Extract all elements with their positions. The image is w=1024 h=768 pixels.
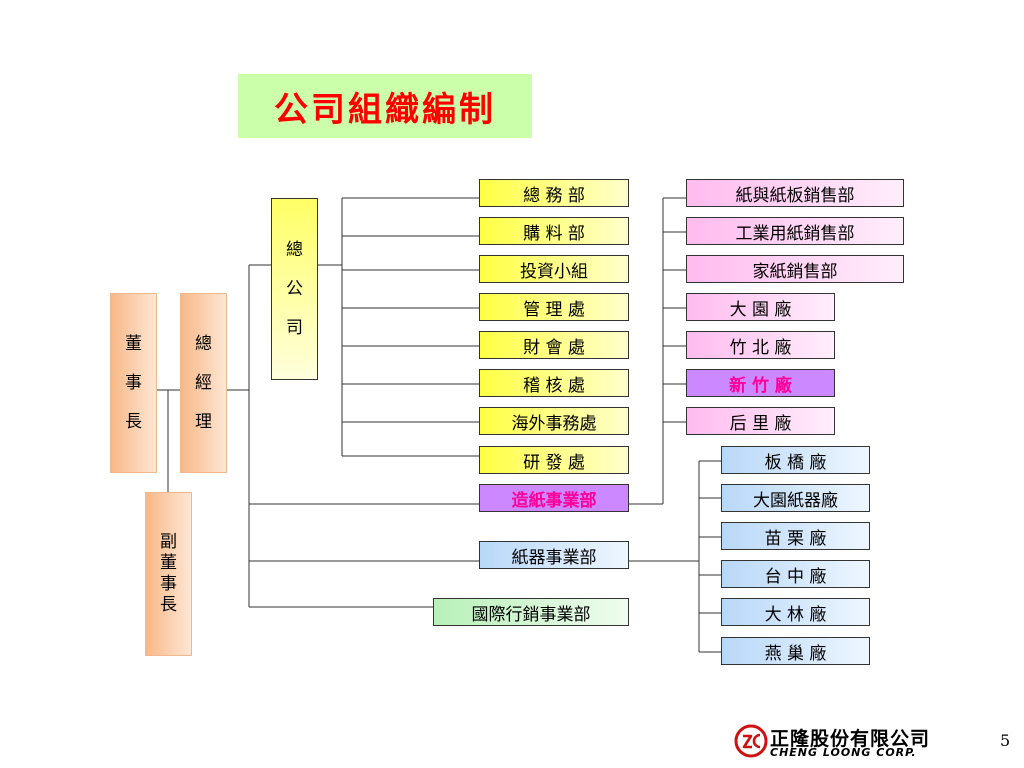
general-manager-char: 總 <box>195 333 212 354</box>
paper-mill: 竹 北 廠 <box>686 331 835 359</box>
paper-sales-dept: 紙與紙板銷售部 <box>686 179 904 207</box>
paper-mill: 大 園 廠 <box>686 293 835 321</box>
paper-mill: 后 里 廠 <box>686 407 835 435</box>
head-office-char: 公 <box>286 278 303 299</box>
dept-rnd: 研 發 處 <box>479 446 629 474</box>
general-manager-box: 總 經 理 <box>180 293 227 473</box>
paper-mill-new: 新 竹 廠 <box>686 369 835 397</box>
logo-english-name: CHENG LOONG CORP. <box>770 746 917 759</box>
head-office-char: 司 <box>286 317 303 338</box>
vice-chairman-char: 副 <box>160 532 177 552</box>
dept-audit: 稽 核 處 <box>479 369 629 397</box>
container-mill: 大 林 廠 <box>721 598 870 626</box>
vice-chairman-box: 副 董 事 長 <box>145 492 192 656</box>
dept-management: 管 理 處 <box>479 293 629 321</box>
container-mill: 燕 巢 廠 <box>721 637 870 665</box>
container-business-unit: 紙器事業部 <box>479 541 629 569</box>
chairman-char: 事 <box>125 372 142 393</box>
container-mill: 板 橋 廠 <box>721 446 870 474</box>
container-mill: 大園紙器廠 <box>721 484 870 512</box>
head-office-char: 總 <box>286 239 303 260</box>
head-office-box: 總 公 司 <box>271 198 318 380</box>
dept-investment: 投資小組 <box>479 255 629 283</box>
chairman-char: 董 <box>125 333 142 354</box>
vice-chairman-char: 長 <box>160 595 177 615</box>
international-business-unit: 國際行銷事業部 <box>433 598 629 626</box>
chairman-char: 長 <box>125 411 142 432</box>
dept-overseas: 海外事務處 <box>479 407 629 435</box>
page-number: 5 <box>1000 731 1011 750</box>
dept-purchasing: 購 料 部 <box>479 217 629 245</box>
paper-sales-dept: 工業用紙銷售部 <box>686 217 904 245</box>
page-title: 公司組織編制 <box>238 74 532 138</box>
dept-general-affairs: 總 務 部 <box>479 179 629 207</box>
container-mill: 苗 栗 廠 <box>721 522 870 550</box>
vice-chairman-char: 事 <box>160 574 177 594</box>
general-manager-char: 理 <box>195 411 212 432</box>
chairman-box: 董 事 長 <box>110 293 157 473</box>
vice-chairman-char: 董 <box>160 553 177 573</box>
paper-business-unit: 造紙事業部 <box>479 484 629 512</box>
dept-finance: 財 會 處 <box>479 331 629 359</box>
general-manager-char: 經 <box>195 372 212 393</box>
paper-sales-dept: 家紙銷售部 <box>686 255 904 283</box>
logo-chinese-name: 正隆股份有限公司 <box>770 728 931 750</box>
company-logo-icon <box>734 724 768 758</box>
container-mill: 台 中 廠 <box>721 560 870 588</box>
